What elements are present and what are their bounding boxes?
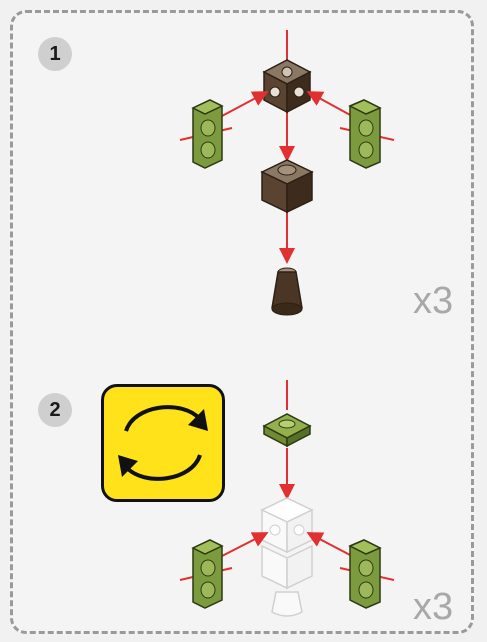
step-1-assembly [179,30,395,316]
dark-brown-brick-1x1 [260,159,314,214]
ghost-previous-assembly [260,497,314,617]
olive-plate-right-step2 [339,539,395,609]
olive-plate-1x1-top [262,413,312,448]
rotate-arrows-icon [118,405,208,481]
dark-brown-cone-piece [271,267,303,316]
step-2-assembly [179,380,395,617]
step-1-arrow-left [221,91,269,117]
step-1-number: 1 [49,42,61,65]
rotate-model-icon [101,384,225,502]
step-2-number-badge: 2 [38,393,72,427]
olive-plate-right [339,99,395,169]
step-2-number: 2 [49,398,61,421]
step-1-multiplier: x3 [413,280,454,322]
olive-plate-left [179,99,233,169]
step-2-arrow-left [221,532,269,557]
step-2-arrow-right [306,532,353,557]
step-1-arrow-right [306,91,353,117]
instruction-panel [10,10,474,634]
step-1-number-badge: 1 [38,37,72,71]
step-2-multiplier: x3 [413,586,454,628]
brick-with-side-studs [262,59,312,114]
olive-plate-left-step2 [179,539,233,609]
